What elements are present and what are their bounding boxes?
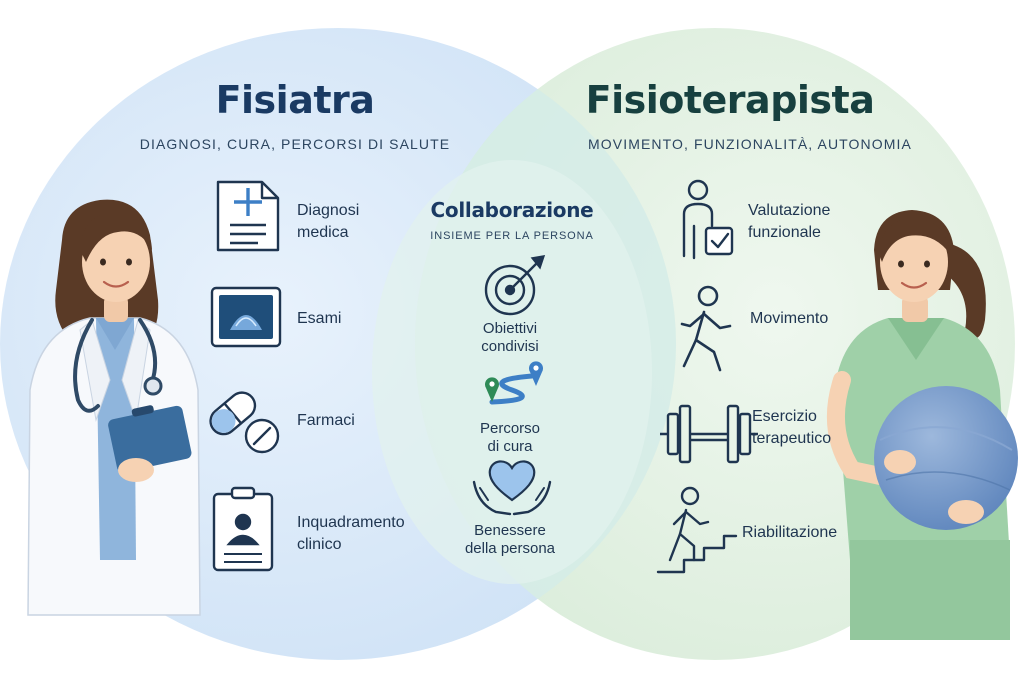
walking-person-icon bbox=[680, 285, 732, 372]
fisiatra-subtitle: Diagnosi, cura, percorsi di salute bbox=[139, 136, 451, 152]
label-diagnosi-medica: Diagnosi medica bbox=[297, 202, 360, 241]
label-esami: Esami bbox=[297, 310, 342, 327]
label-movimento: Movimento bbox=[750, 310, 829, 327]
collaboration-oval bbox=[372, 160, 652, 584]
physiotherapist-illustration bbox=[826, 210, 1018, 640]
label-obiettivi-condivisi: Obiettivi condivisi bbox=[481, 320, 539, 355]
label-benessere-persona: Benessere della persona bbox=[464, 522, 556, 557]
dumbbell-icon bbox=[660, 404, 758, 464]
ultrasound-scan-icon bbox=[210, 286, 282, 348]
path-pins-icon bbox=[485, 361, 543, 405]
label-riabilitazione: Riabilitazione bbox=[742, 524, 838, 541]
fisioterapista-subtitle: Movimento, funzionalità, autonomia bbox=[588, 136, 912, 152]
label-percorso-di-cura: Percorso di cura bbox=[479, 420, 541, 455]
doctor-illustration bbox=[27, 199, 201, 616]
stairs-climbing-icon bbox=[656, 486, 738, 574]
pills-icon bbox=[209, 391, 280, 454]
person-checkbox-icon bbox=[682, 179, 734, 260]
target-icon bbox=[484, 255, 546, 316]
fisiatra-title: Fisiatra bbox=[215, 78, 375, 122]
label-farmaci: Farmaci bbox=[297, 412, 355, 429]
medical-document-icon bbox=[216, 180, 280, 252]
label-esercizio-terapeutico: Esercizio terapeutico bbox=[752, 408, 832, 447]
label-valutazione-funzionale: Valutazione funzionale bbox=[748, 202, 831, 241]
hands-heart-icon bbox=[472, 460, 552, 516]
collaborazione-title: Collaborazione bbox=[430, 198, 594, 222]
collaborazione-subtitle: INSIEME PER LA PERSONA bbox=[430, 230, 594, 242]
clinical-chart-icon bbox=[212, 486, 274, 572]
fisioterapista-title: Fisioterapista bbox=[585, 78, 875, 122]
label-inquadramento-clinico: Inquadramento clinico bbox=[297, 514, 405, 553]
